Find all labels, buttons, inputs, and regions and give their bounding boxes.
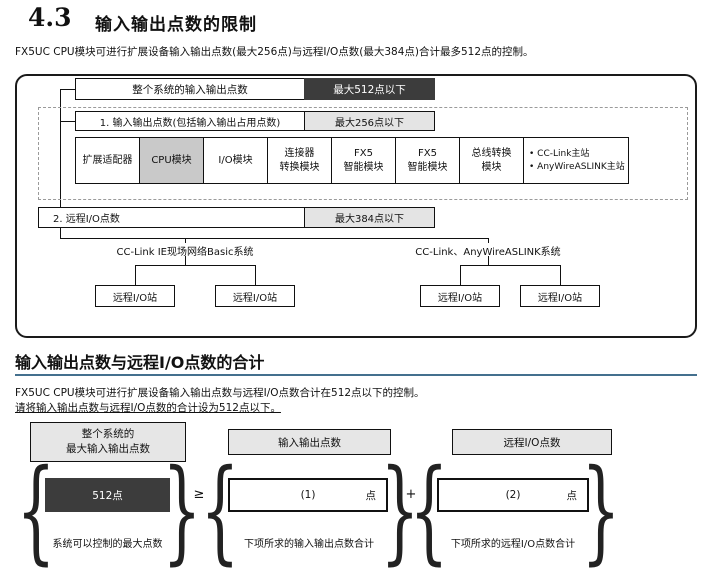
module-box-fx5-intelligent: FX5 智能模块 — [395, 137, 460, 184]
remote-io-station-box: 远程I/O站 — [520, 285, 600, 307]
page-title: 输入输出点数的限制 — [95, 15, 257, 35]
system-diagram-frame — [15, 74, 697, 338]
io-points-value-box: (1) 点 — [228, 478, 388, 512]
module-label: • CC-Link主站 — [529, 149, 590, 160]
module-box-expansion-adapter: 扩展适配器 — [75, 137, 140, 184]
formula-header-remote-points: 远程I/O点数 — [452, 429, 612, 455]
module-box-master-stations: • CC-Link主站 • AnyWireASLINK主站 — [523, 137, 629, 184]
greater-equal-symbol: ≥ — [193, 487, 205, 502]
module-label: I/O模块 — [218, 154, 253, 166]
module-label: 转换模块 — [279, 161, 320, 173]
connector-line — [488, 256, 489, 265]
connector-line — [185, 256, 186, 265]
intro-text: FX5UC CPU模块可进行扩展设备输入输出点数(最大256点)与远程I/O点数… — [15, 46, 534, 58]
connector-line — [185, 238, 186, 243]
connector-line — [460, 265, 561, 266]
module-box-cpu: CPU模块 — [139, 137, 204, 184]
module-label: 连接器 — [284, 148, 315, 159]
module-box-bus-conversion: 总线转换 模块 — [459, 137, 524, 184]
connector-line — [60, 89, 61, 208]
formula-caption-remote: 下项所求的远程I/O点数合计 — [450, 539, 576, 550]
value-placeholder: (2) — [505, 489, 521, 501]
module-label: CPU模块 — [151, 154, 192, 166]
formula-caption-total: 系统可以控制的最大点数 — [52, 539, 163, 550]
module-box-connector-conversion: 连接器 转换模块 — [267, 137, 332, 184]
module-box-fx5-intelligent: FX5 智能模块 — [331, 137, 396, 184]
plus-symbol: + — [405, 487, 417, 502]
formula-caption-io: 下项所求的输入输出点数合计 — [244, 539, 374, 550]
total-io-label: 整个系统的输入输出点数 — [75, 78, 305, 100]
connector-line — [255, 265, 256, 285]
subsection-title: 输入输出点数与远程I/O点数的合计 — [15, 353, 265, 372]
module-label: 智能模块 — [343, 161, 384, 173]
connector-line — [60, 121, 76, 122]
connector-line — [488, 238, 489, 243]
value-placeholder: (1) — [300, 489, 316, 501]
formula-header-total: 整个系统的 最大输入输出点数 — [30, 422, 186, 462]
module-label: • AnyWireASLINK主站 — [529, 161, 625, 172]
network-label-cclink-anywire: CC-Link、AnyWireASLINK系统 — [415, 247, 561, 258]
header-line: 最大输入输出点数 — [66, 443, 150, 455]
unit-label: 点 — [566, 489, 578, 502]
connector-line — [560, 265, 561, 285]
heading-rule — [15, 374, 697, 376]
remote-io-station-box: 远程I/O站 — [215, 285, 295, 307]
io-points-label: 1. 输入输出点数(包括输入输出占用点数) — [75, 111, 305, 131]
body-text-underlined: 请将输入输出点数与远程I/O点数的合计设为512点以下。 — [15, 402, 281, 414]
connector-line — [135, 265, 256, 266]
remote-io-limit-badge: 最大384点以下 — [304, 207, 435, 228]
module-label: 模块 — [481, 161, 502, 173]
remote-io-station-box: 远程I/O站 — [95, 285, 175, 307]
section-number: 4.3 — [28, 3, 72, 32]
header-line: 整个系统的 — [81, 427, 135, 440]
connector-line — [60, 228, 61, 238]
connector-line — [60, 238, 489, 239]
max-points-value-box: 512点 — [45, 478, 170, 512]
remote-io-station-box: 远程I/O站 — [420, 285, 500, 307]
io-points-group-outline — [38, 107, 688, 200]
module-label: 智能模块 — [407, 161, 448, 173]
module-label: 扩展适配器 — [82, 154, 133, 166]
connector-line — [60, 89, 76, 90]
network-label-cclink-ie-basic: CC-Link IE现场网络Basic系统 — [116, 247, 254, 258]
body-text: FX5UC CPU模块可进行扩展设备输入输出点数与远程I/O点数合计在512点以… — [15, 387, 425, 399]
formula-header-io-points: 输入输出点数 — [228, 429, 391, 455]
connector-line — [135, 265, 136, 285]
connector-line — [460, 265, 461, 285]
module-label: FX5 — [418, 148, 437, 159]
total-io-limit-badge: 最大512点以下 — [304, 78, 435, 100]
io-points-limit-badge: 最大256点以下 — [304, 111, 435, 131]
remote-io-label: 2. 远程I/O点数 — [38, 207, 305, 228]
module-label: 总线转换 — [471, 148, 512, 159]
unit-label: 点 — [365, 489, 377, 502]
remote-points-value-box: (2) 点 — [437, 478, 589, 512]
module-box-io: I/O模块 — [203, 137, 268, 184]
module-label: FX5 — [354, 148, 373, 159]
